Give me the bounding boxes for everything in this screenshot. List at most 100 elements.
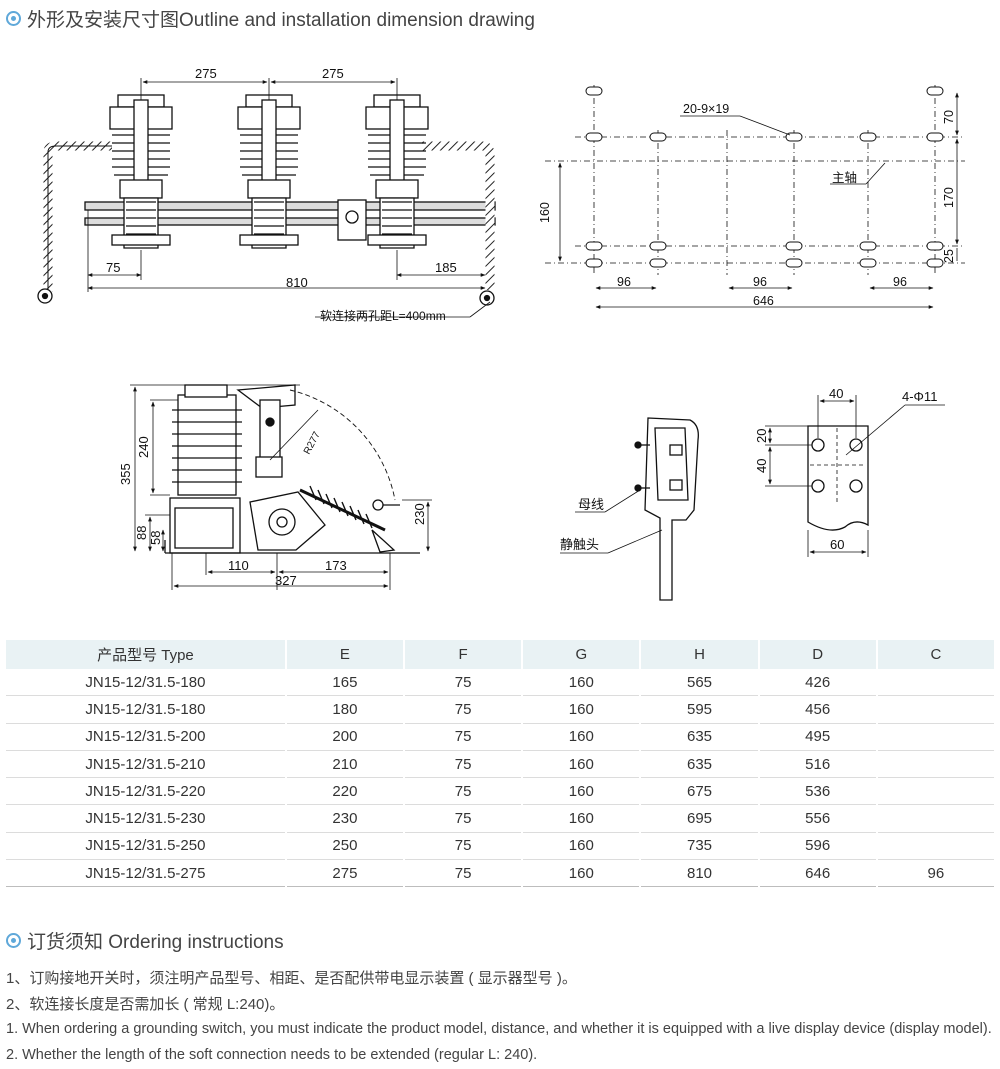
cell-h: 565 — [641, 669, 758, 697]
busbar-label: 母线 — [578, 497, 604, 512]
col-header-g: G — [523, 640, 640, 669]
ordering-heading: 订货须知 Ordering instructions — [6, 927, 284, 954]
col-header-e: E — [286, 640, 404, 669]
cell-c: 96 — [877, 860, 994, 888]
hole-pattern-drawing — [545, 85, 965, 309]
dim-327: 327 — [275, 573, 297, 588]
cell-g: 160 — [523, 669, 640, 697]
cell-d: 646 — [759, 860, 876, 888]
cell-type: JN15-12/31.5-250 — [6, 833, 285, 861]
side-view-drawing — [130, 384, 432, 590]
cell-d: 495 — [759, 724, 876, 751]
cell-type: JN15-12/31.5-230 — [6, 805, 285, 833]
outline-heading: 外形及安装尺寸图Outline and installation dimensi… — [6, 5, 535, 32]
dim-88: 88 — [134, 526, 149, 540]
dim-70: 70 — [942, 110, 956, 124]
cell-f: 75 — [405, 669, 522, 697]
ordering-heading-text: 订货须知 Ordering instructions — [27, 932, 284, 953]
ordering-notes: 1、订购接地开关时，须注明产品型号、相距、是否配供带电显示装置 ( 显示器型号 … — [6, 966, 992, 1068]
radius-label: R277 — [302, 430, 323, 457]
cell-g: 160 — [523, 778, 640, 806]
cell-f: 75 — [405, 696, 522, 724]
terminal-detail-labels: 40 4-Φ11 20 40 60 — [754, 386, 937, 552]
col-header-type: 产品型号 Type — [6, 640, 285, 669]
cell-f: 75 — [405, 833, 522, 861]
main-shaft-label: 主轴 — [832, 170, 857, 185]
cell-e: 200 — [286, 724, 404, 751]
circle-bullet-icon — [6, 933, 21, 948]
cell-d: 456 — [759, 696, 876, 724]
dim-58: 58 — [148, 531, 163, 545]
cell-f: 75 — [405, 751, 522, 779]
note-en-1: 1. When ordering a grounding switch, you… — [6, 1021, 992, 1037]
cell-h: 675 — [641, 778, 758, 806]
cell-h: 635 — [641, 724, 758, 751]
cell-c — [877, 833, 994, 861]
cell-h: 810 — [641, 860, 758, 888]
cell-e: 250 — [286, 833, 404, 861]
contact-detail-labels: 母线 静触头 — [560, 497, 604, 552]
soft-link-label: 软连接两孔距L=400mm — [320, 308, 446, 323]
dim-185: 185 — [435, 260, 457, 275]
cell-d: 426 — [759, 669, 876, 697]
dim-173: 173 — [325, 558, 347, 573]
cell-c — [877, 805, 994, 833]
dim-646: 646 — [753, 294, 774, 308]
hole-pattern-labels: 20-9×19 主轴 70 170 25 160 96 96 96 646 — [538, 102, 956, 308]
table-row: JN15-12/31.5-210 210 75 160 635 516 — [6, 751, 994, 779]
cell-type: JN15-12/31.5-220 — [6, 778, 285, 806]
dim-230: 230 — [412, 503, 427, 525]
table-row: JN15-12/31.5-200 200 75 160 635 495 — [6, 724, 994, 751]
cell-e: 180 — [286, 696, 404, 724]
cell-e: 165 — [286, 669, 404, 697]
dim-275-right: 275 — [322, 66, 344, 81]
circle-bullet-icon — [6, 11, 21, 26]
terminal-detail-drawing — [765, 395, 945, 557]
cell-f: 75 — [405, 778, 522, 806]
dim-96-left: 96 — [617, 275, 631, 289]
dim-170: 170 — [942, 187, 956, 208]
holes-label: 20-9×19 — [683, 102, 729, 116]
cell-h: 595 — [641, 696, 758, 724]
cell-e: 220 — [286, 778, 404, 806]
note-en-2: 2. Whether the length of the soft connec… — [6, 1046, 538, 1063]
holes-diameter-label: 4-Φ11 — [902, 389, 937, 404]
cell-g: 160 — [523, 724, 640, 751]
cell-type: JN15-12/31.5-200 — [6, 724, 285, 751]
front-view-labels: 275 275 75 185 810 软连接两孔距L=400mm — [106, 66, 457, 323]
cell-d: 536 — [759, 778, 876, 806]
table-row: JN15-12/31.5-180 180 75 160 595 456 — [6, 696, 994, 724]
col-header-h: H — [641, 640, 758, 669]
cell-e: 210 — [286, 751, 404, 779]
dim-160: 160 — [538, 202, 552, 223]
cell-h: 695 — [641, 805, 758, 833]
dim-40-side: 40 — [754, 459, 769, 473]
dim-20: 20 — [754, 429, 769, 443]
front-view-drawing — [37, 78, 496, 318]
table-row: JN15-12/31.5-180 165 75 160 565 426 — [6, 669, 994, 697]
dim-60: 60 — [830, 537, 844, 552]
cell-c — [877, 696, 994, 724]
cell-g: 160 — [523, 805, 640, 833]
cell-g: 160 — [523, 751, 640, 779]
cell-d: 516 — [759, 751, 876, 779]
cell-type: JN15-12/31.5-275 — [6, 860, 285, 888]
table-row: JN15-12/31.5-220 220 75 160 675 536 — [6, 778, 994, 806]
cell-e: 275 — [286, 860, 404, 888]
outline-heading-text: 外形及安装尺寸图Outline and installation dimensi… — [27, 10, 535, 31]
col-header-d: D — [759, 640, 876, 669]
cell-e: 230 — [286, 805, 404, 833]
cell-h: 735 — [641, 833, 758, 861]
dim-275-left: 275 — [195, 66, 217, 81]
cell-c — [877, 778, 994, 806]
dim-110: 110 — [228, 558, 249, 573]
dim-40-top: 40 — [829, 386, 843, 401]
cell-g: 160 — [523, 696, 640, 724]
dim-240: 240 — [136, 436, 151, 458]
cell-c — [877, 724, 994, 751]
cell-g: 160 — [523, 833, 640, 861]
cell-g: 160 — [523, 860, 640, 888]
cell-f: 75 — [405, 805, 522, 833]
cell-f: 75 — [405, 724, 522, 751]
contact-detail-drawing — [560, 417, 699, 601]
